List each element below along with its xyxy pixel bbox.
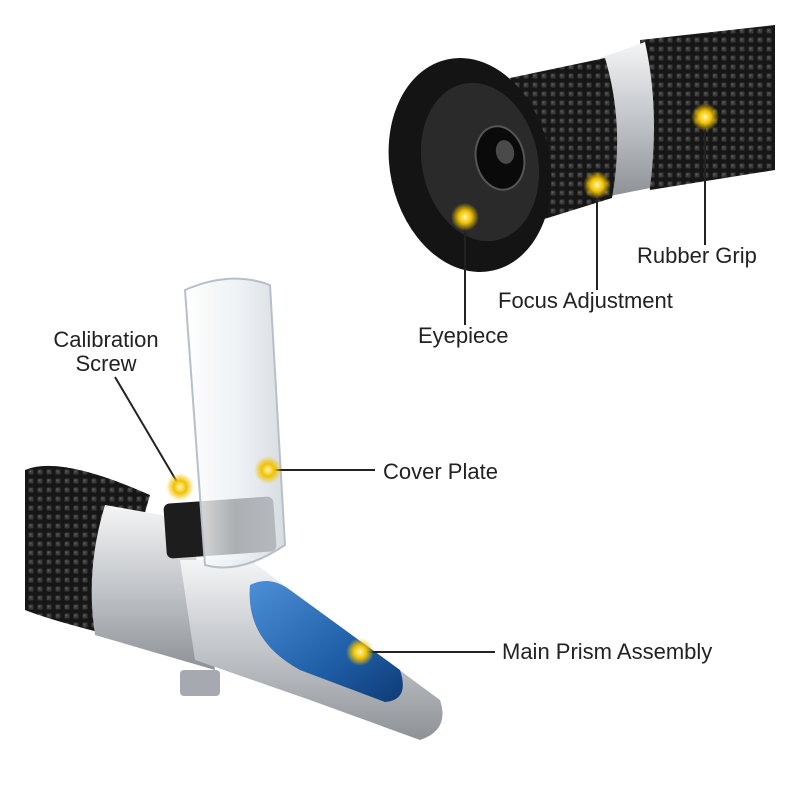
prism-window [249, 581, 403, 702]
main-prism-assembly-label: Main Prism Assembly [502, 639, 713, 664]
eyepiece-label: Eyepiece [418, 323, 509, 348]
marker-dots [166, 103, 719, 666]
calibration-screw-label-line1: Calibration [53, 327, 159, 352]
focus-adjustment-dot [583, 171, 611, 199]
main-prism-assembly-dot [346, 638, 374, 666]
calibration-screw-leader [114, 376, 181, 488]
cover-plate-dot [254, 456, 282, 484]
focus-adjustment-label: Focus Adjustment [498, 288, 673, 313]
cover-plate-label: Cover Plate [383, 459, 498, 484]
eyepiece-glint [495, 140, 515, 164]
calibration-screw-label-line2: Screw [75, 351, 137, 376]
eyepiece-end-group [388, 25, 775, 272]
calibration-screw-label: Calibration Screw [40, 328, 172, 376]
calibration-screw-dot [166, 473, 194, 501]
rubber-grip-dot [691, 103, 719, 131]
hinge-pin [180, 670, 220, 696]
eyepiece-dot [451, 203, 479, 231]
cover-plate-shape [183, 277, 287, 569]
rubber-grip-label: Rubber Grip [637, 243, 757, 268]
prism-end-group [25, 277, 443, 740]
